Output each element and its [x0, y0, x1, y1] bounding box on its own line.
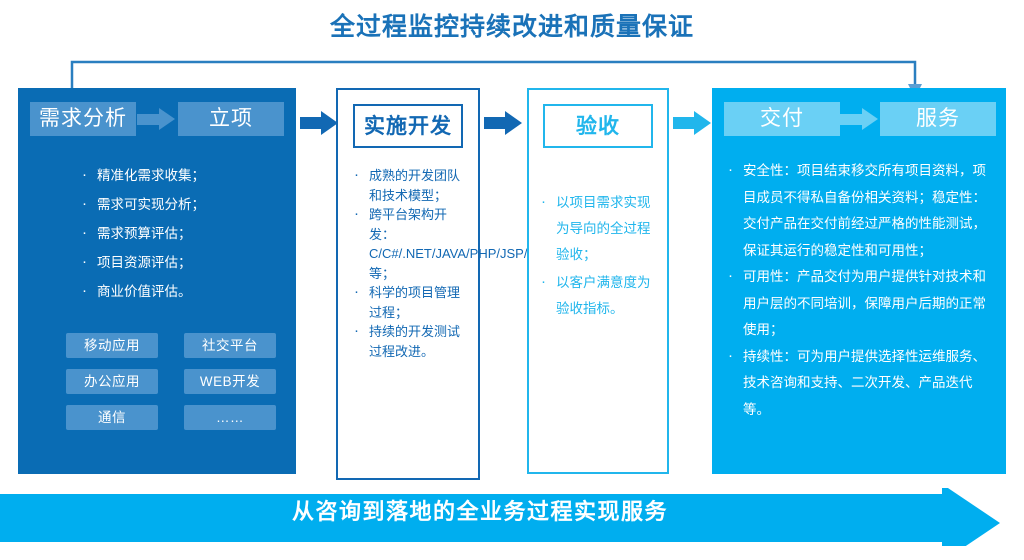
list-item: 持续的开发测试过程改进。: [352, 321, 468, 361]
list-item: 科学的项目管理过程；: [352, 282, 468, 322]
tag-communication[interactable]: 通信: [66, 405, 158, 430]
arrow-right-icon-req-to-dev: [300, 111, 340, 135]
list-item: 跨平台架构开发：C/C#/.NET/JAVA/PHP/JSP/IOS/Andro…: [352, 204, 598, 283]
panel-development-header: 实施开发: [353, 104, 463, 148]
arrow-right-icon: [840, 108, 880, 130]
chip-delivery[interactable]: 交付: [724, 102, 840, 136]
panel-delivery-header: 交付 服务: [712, 88, 1006, 136]
tag-web-development[interactable]: WEB开发: [184, 369, 276, 394]
arrow-right-icon-dev-to-acc: [484, 111, 524, 135]
list-item: 以项目需求实现为导向的全过程验收；: [539, 189, 659, 268]
chip-requirement-analysis[interactable]: 需求分析: [30, 102, 136, 136]
list-item: 商业价值评估。: [80, 277, 296, 305]
list-item: 精准化需求收集；: [80, 161, 296, 189]
arrow-right-icon: [137, 108, 177, 130]
panel-requirement-header: 需求分析 立项: [18, 88, 296, 136]
acceptance-bullet-list: 以项目需求实现为导向的全过程验收； 以客户满意度为验收指标。: [539, 189, 659, 322]
tag-office-app[interactable]: 办公应用: [66, 369, 158, 394]
list-item: 需求可实现分析；: [80, 190, 296, 218]
list-item: 项目资源评估；: [80, 248, 296, 276]
chip-service[interactable]: 服务: [880, 102, 996, 136]
panel-requirement-analysis: 需求分析 立项 精准化需求收集； 需求可实现分析； 需求预算评估； 项目资源评估…: [18, 88, 296, 474]
requirement-bullet-list: 精准化需求收集； 需求可实现分析； 需求预算评估； 项目资源评估； 商业价值评估…: [80, 161, 296, 305]
bottom-banner-arrow-icon: [0, 488, 1000, 546]
arrow-right-icon-acc-to-del: [673, 111, 713, 135]
tag-more[interactable]: ……: [184, 405, 276, 430]
bottom-banner-label: 从咨询到落地的全业务过程实现服务: [291, 499, 668, 524]
development-bullet-list: 成熟的开发团队和技术模型； 跨平台架构开发：C/C#/.NET/JAVA/PHP…: [352, 165, 598, 361]
application-domain-tag-grid: 移动应用 社交平台 办公应用 WEB开发 通信 ……: [66, 333, 276, 430]
panel-implementation-development: 实施开发 成熟的开发团队和技术模型； 跨平台架构开发：C/C#/.NET/JAV…: [336, 88, 598, 480]
chip-project-initiation[interactable]: 立项: [178, 102, 284, 136]
list-item: 成熟的开发团队和技术模型；: [352, 165, 468, 205]
panel-acceptance-header: 验收: [543, 104, 653, 148]
list-item: 可用性：产品交付为用户提供针对技术和用户层的不同培训，保障用户后期的正常使用；: [726, 263, 994, 344]
list-item: 安全性：项目结束移交所有项目资料，项目成员不得私自备份相关资料；稳定性：交付产品…: [726, 157, 994, 264]
list-item: 需求预算评估；: [80, 219, 296, 247]
page-title: 全过程监控持续改进和质量保证: [329, 13, 694, 41]
tag-social-platform[interactable]: 社交平台: [184, 333, 276, 358]
panel-delivery-service: 交付 服务 安全性：项目结束移交所有项目资料，项目成员不得私自备份相关资料；稳定…: [712, 88, 1006, 474]
list-item: 以客户满意度为验收指标。: [539, 269, 659, 322]
panel-acceptance: 验收 以项目需求实现为导向的全过程验收； 以客户满意度为验收指标。: [527, 88, 669, 474]
tag-mobile-app[interactable]: 移动应用: [66, 333, 158, 358]
delivery-bullet-list: 安全性：项目结束移交所有项目资料，项目成员不得私自备份相关资料；稳定性：交付产品…: [726, 157, 994, 424]
list-item: 持续性：可为用户提供选择性运维服务、技术咨询和支持、二次开发、产品迭代等。: [726, 343, 994, 424]
